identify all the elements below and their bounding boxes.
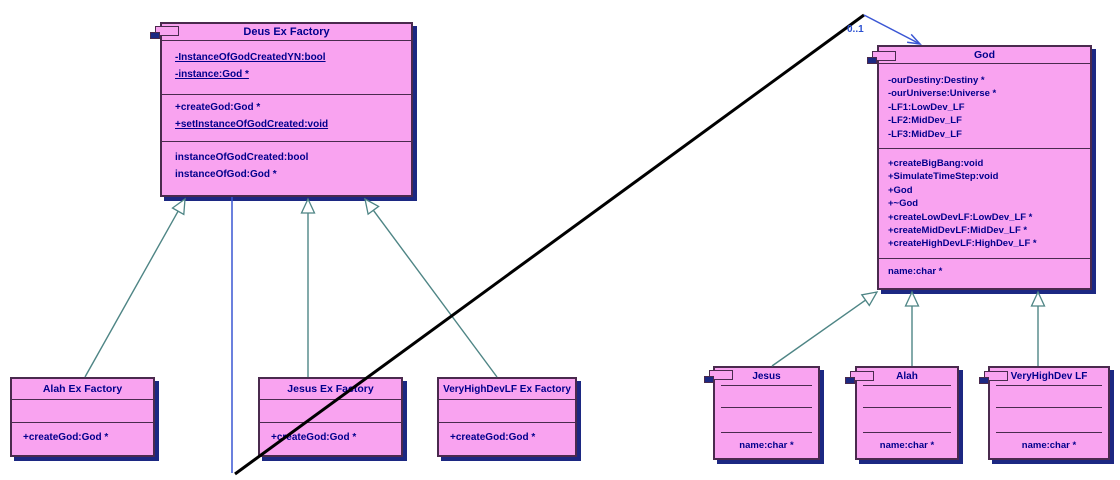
class-method: +God xyxy=(888,184,913,196)
class-attribute: -LF3:MidDev_LF xyxy=(888,128,962,140)
class-title: VeryHighDevLF Ex Factory xyxy=(443,383,571,395)
methods-compartment: +createGod:God * xyxy=(260,422,401,455)
class-attribute: -ourUniverse:Universe * xyxy=(888,88,997,100)
methods-compartment xyxy=(715,407,818,432)
class-field: name:char * xyxy=(888,266,943,277)
class-method: +setInstanceOfGodCreated:void xyxy=(175,119,329,130)
methods-compartment: +createGod:God * xyxy=(12,422,153,455)
attributes-compartment: -ourDestiny:Destiny * -ourUniverse:Unive… xyxy=(879,63,1090,148)
fields-compartment: name:char * xyxy=(879,258,1090,288)
class-title: Deus Ex Factory xyxy=(243,26,330,38)
class-attribute: -instance:God * xyxy=(175,69,249,80)
class-title: God xyxy=(974,49,995,61)
class-icon xyxy=(979,371,1008,385)
class-method: +SimulateTimeStep:void xyxy=(888,171,999,183)
attributes-compartment xyxy=(439,399,575,422)
fields-compartment: name:char * xyxy=(990,432,1108,458)
class-field: name:char * xyxy=(1021,440,1077,451)
attributes-compartment xyxy=(857,385,957,407)
class-field: instanceOfGodCreated:bool xyxy=(175,152,309,163)
class-method: +createGod:God * xyxy=(23,432,109,443)
class-field: name:char * xyxy=(739,440,794,451)
class-field: name:char * xyxy=(879,440,935,451)
class-title: Jesus Ex Factory xyxy=(287,383,374,395)
class-veryhighdev-lf[interactable]: VeryHighDev LF name:char * xyxy=(979,366,1110,460)
class-deus-ex-factory[interactable]: Deus Ex Factory -InstanceOfGodCreatedYN:… xyxy=(150,22,413,197)
association-arrowhead-icon xyxy=(907,33,922,46)
class-method: +createMidDevLF:MidDev_LF * xyxy=(888,225,1028,237)
fields-compartment: name:char * xyxy=(857,432,957,458)
generalization-arrowhead-icon xyxy=(300,197,316,214)
class-method: +createLowDevLF:LowDev_LF * xyxy=(888,211,1033,223)
class-method: +createGod:God * xyxy=(271,432,357,443)
class-method: +createHighDevLF:HighDev_LF * xyxy=(888,238,1037,250)
generalization-arrowhead-icon xyxy=(904,290,920,307)
association-multiplicity-label: 0..1 xyxy=(847,24,864,35)
class-field: instanceOfGod:God * xyxy=(175,169,277,180)
methods-compartment: +createBigBang:void +SimulateTimeStep:vo… xyxy=(879,148,1090,258)
class-method: +~God xyxy=(888,198,919,210)
generalization-arrowhead-icon xyxy=(860,291,879,307)
generalization-arrowhead-icon xyxy=(171,197,186,216)
class-jesus-ex-factory[interactable]: Jesus Ex Factory +createGod:God * xyxy=(258,377,403,457)
class-method: +createGod:God * xyxy=(175,102,261,113)
attributes-compartment: -InstanceOfGodCreatedYN:bool -instance:G… xyxy=(162,40,411,94)
class-alah-ex-factory[interactable]: Alah Ex Factory +createGod:God * xyxy=(10,377,155,457)
methods-compartment: +createGod:God * xyxy=(439,422,575,455)
class-attribute: -LF1:LowDev_LF xyxy=(888,101,965,113)
class-method: +createBigBang:void xyxy=(888,158,984,169)
attributes-compartment xyxy=(990,385,1108,407)
generalization-jesus-line xyxy=(771,299,867,367)
attributes-compartment xyxy=(715,385,818,407)
class-alah[interactable]: Alah name:char * xyxy=(845,366,959,460)
class-method: +createGod:God * xyxy=(450,432,536,443)
class-attribute: -ourDestiny:Destiny * xyxy=(888,75,985,86)
attributes-compartment xyxy=(12,399,153,422)
class-jesus[interactable]: Jesus name:char * xyxy=(704,366,820,460)
association-arrow-segment xyxy=(863,14,921,45)
class-attribute: -InstanceOfGodCreatedYN:bool xyxy=(175,52,326,63)
methods-compartment xyxy=(990,407,1108,432)
class-title: VeryHighDev LF xyxy=(1010,371,1088,382)
class-title: Alah Ex Factory xyxy=(42,383,123,395)
class-icon xyxy=(867,51,896,65)
class-icon xyxy=(845,371,874,385)
generalization-arrowhead-icon xyxy=(364,197,380,216)
class-title: Alah xyxy=(896,371,918,382)
class-icon xyxy=(150,26,179,40)
class-veryhighdevlf-ex-factory[interactable]: VeryHighDevLF Ex Factory +createGod:God … xyxy=(437,377,577,457)
class-attribute: -LF2:MidDev_LF xyxy=(888,115,962,127)
methods-compartment xyxy=(857,407,957,432)
class-god[interactable]: God -ourDestiny:Destiny * -ourUniverse:U… xyxy=(867,45,1092,290)
generalization-veryhighdevfactory-line xyxy=(372,209,498,378)
class-icon xyxy=(704,370,733,384)
methods-compartment: +createGod:God * +setInstanceOfGodCreate… xyxy=(162,94,411,141)
attributes-compartment xyxy=(260,399,401,422)
generalization-alahfactory-line xyxy=(84,210,179,378)
generalization-arrowhead-icon xyxy=(1030,290,1046,307)
fields-compartment: instanceOfGodCreated:bool instanceOfGod:… xyxy=(162,141,411,195)
fields-compartment: name:char * xyxy=(715,432,818,458)
